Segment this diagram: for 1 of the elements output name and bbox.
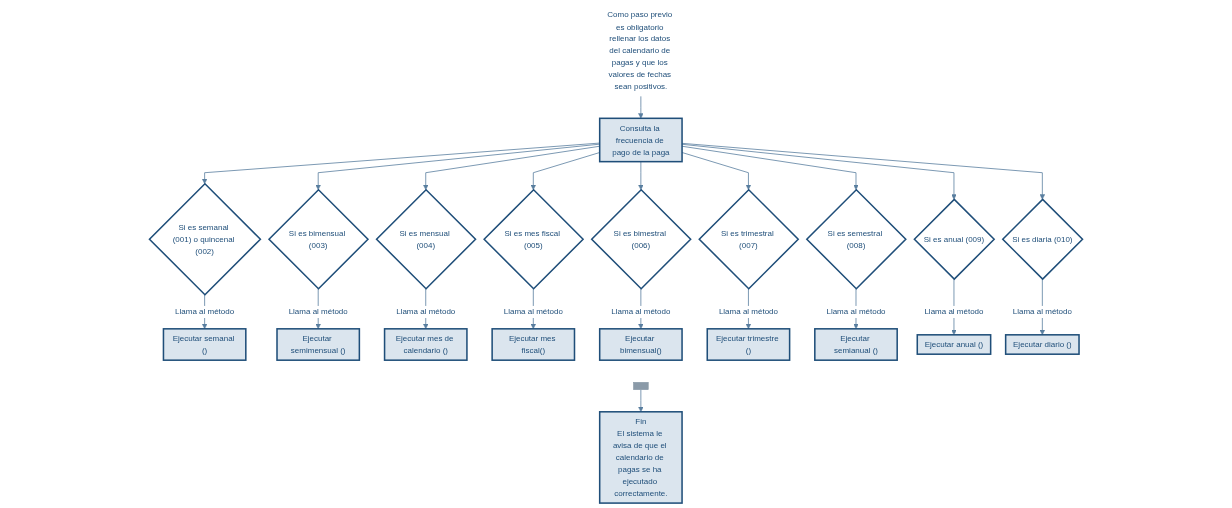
node-bar bbox=[633, 382, 649, 390]
